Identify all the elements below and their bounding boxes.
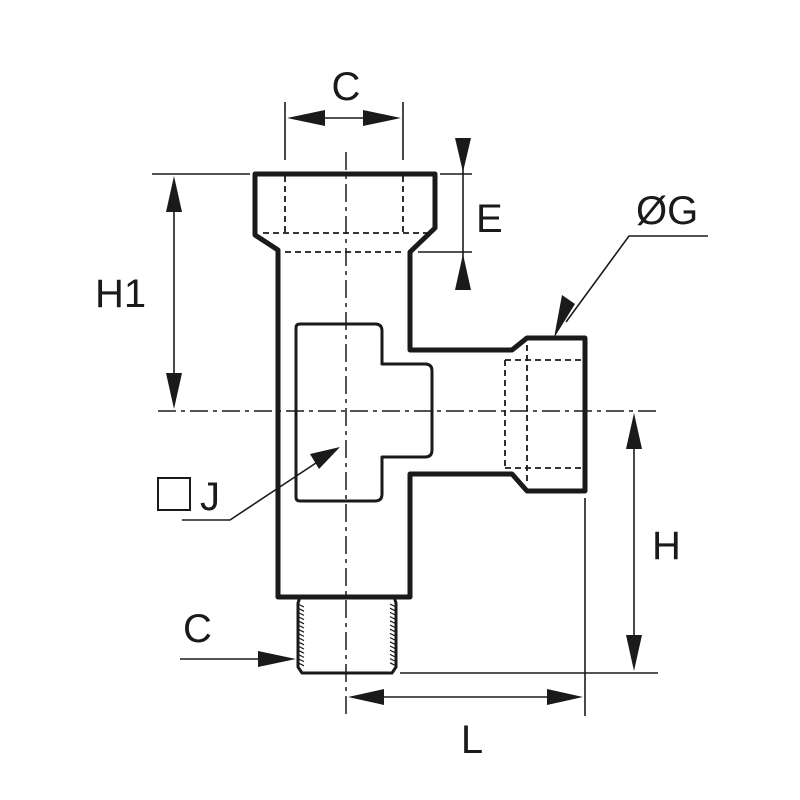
label-c-top: C <box>332 65 361 109</box>
thread-line <box>389 624 397 629</box>
thread-line <box>297 658 305 663</box>
thread-line <box>297 645 305 650</box>
thread-line <box>389 653 397 658</box>
extension-lines <box>152 102 658 716</box>
stud-outline <box>296 596 398 675</box>
thread-line <box>297 607 305 612</box>
label-e: E <box>476 197 503 241</box>
thread-line <box>389 637 397 642</box>
dimension-h1 <box>166 176 182 409</box>
dimension-e <box>455 138 471 290</box>
label-l: L <box>461 718 483 762</box>
leader-j <box>182 447 340 521</box>
thread-line <box>389 607 397 612</box>
label-h: H <box>652 524 681 568</box>
thread-line <box>297 641 305 646</box>
thread-line <box>297 662 305 667</box>
fitting-body-outline <box>252 171 588 600</box>
thread-line <box>297 628 305 633</box>
center-lines <box>158 152 658 715</box>
thread-line <box>389 611 397 616</box>
thread-line <box>389 649 397 654</box>
thread-line <box>297 603 305 608</box>
hidden-lines <box>263 176 583 484</box>
thread-line <box>389 641 397 646</box>
dimension-l <box>348 689 583 705</box>
thread-line <box>389 620 397 625</box>
threaded-stud <box>296 596 398 675</box>
label-g: ØG <box>636 189 698 233</box>
label-h1: H1 <box>95 272 146 316</box>
thread-line <box>297 624 305 629</box>
dimension-c-bottom <box>180 651 296 667</box>
thread-line <box>389 662 397 667</box>
thread-line <box>297 632 305 637</box>
thread-line <box>297 653 305 658</box>
thread-hatching <box>297 603 397 667</box>
thread-line <box>297 616 305 621</box>
thread-line <box>389 603 397 608</box>
hex-socket-outline <box>294 322 434 503</box>
leader-g <box>554 235 708 338</box>
thread-line <box>389 616 397 621</box>
thread-line <box>297 620 305 625</box>
dimension-h <box>626 413 642 671</box>
dimension-c-top <box>287 110 401 126</box>
square-symbol <box>157 477 191 511</box>
thread-line <box>297 611 305 616</box>
label-c-bottom: C <box>183 607 212 651</box>
thread-line <box>389 628 397 633</box>
thread-line <box>389 645 397 650</box>
thread-line <box>297 637 305 642</box>
label-j: J <box>200 475 220 519</box>
thread-line <box>389 632 397 637</box>
thread-line <box>297 649 305 654</box>
thread-line <box>389 658 397 663</box>
